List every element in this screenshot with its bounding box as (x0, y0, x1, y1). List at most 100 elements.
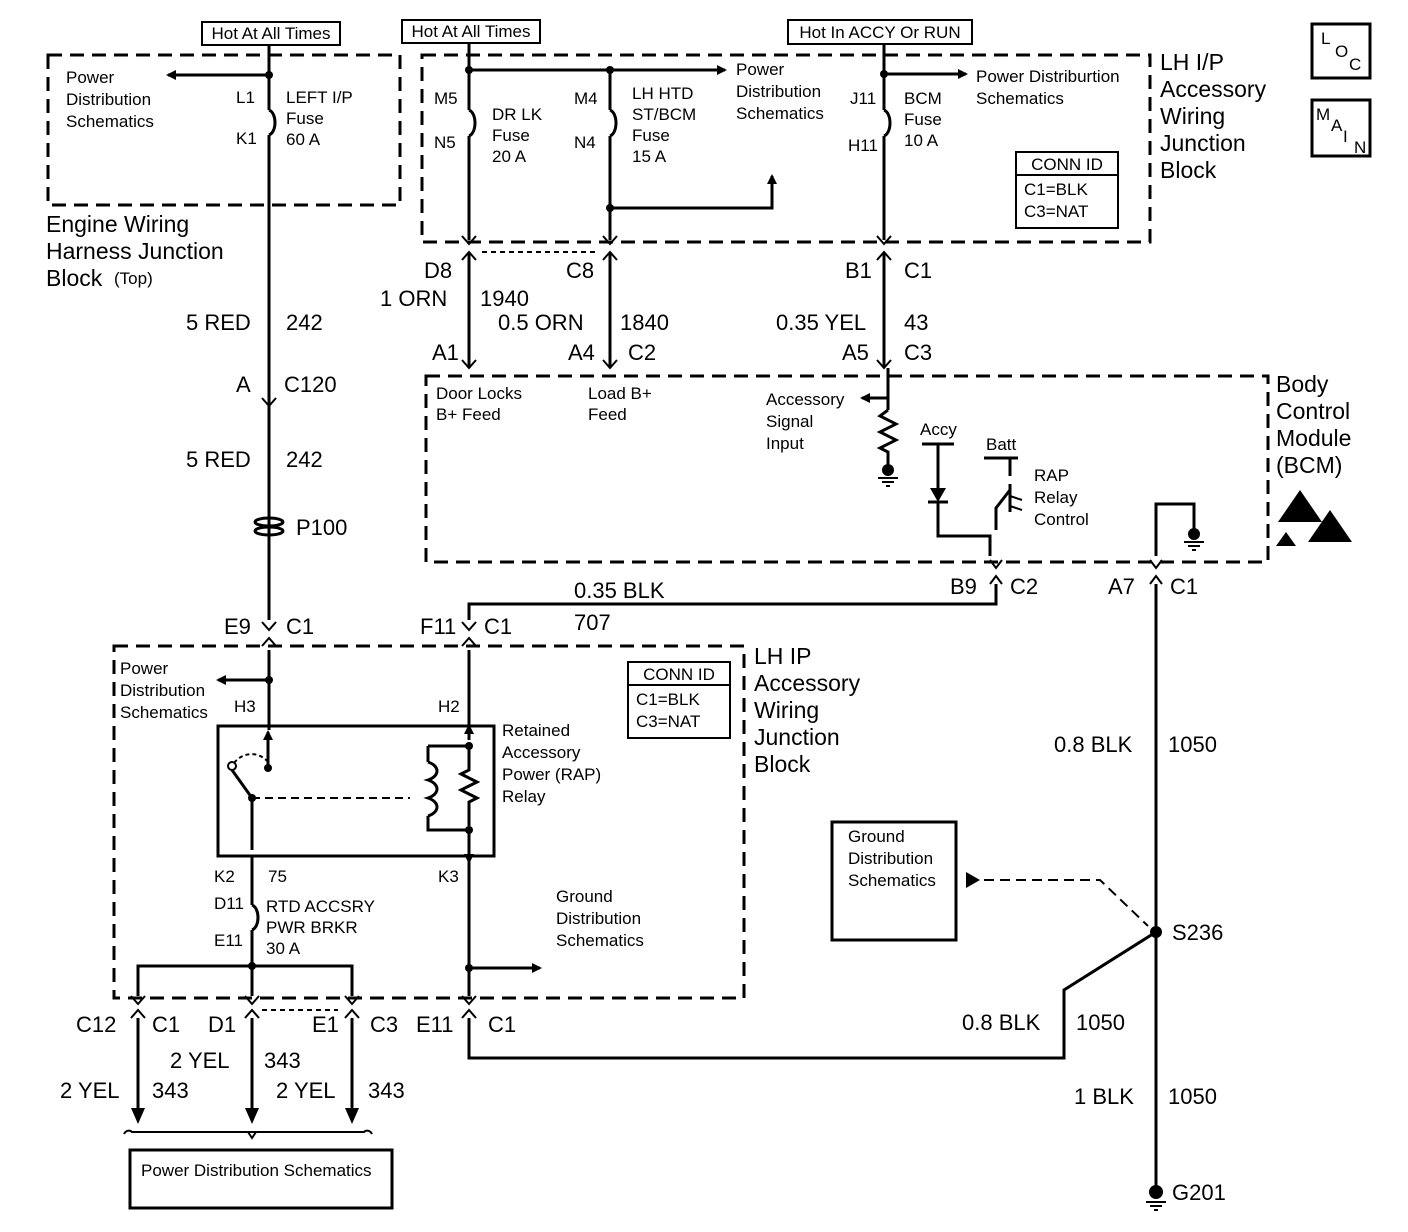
svg-text:C8: C8 (566, 258, 594, 283)
svg-text:A4: A4 (568, 340, 595, 365)
svg-text:E11: E11 (214, 931, 243, 950)
svg-text:H3: H3 (234, 697, 256, 716)
svg-text:CONN ID: CONN ID (643, 665, 715, 684)
svg-text:15 A: 15 A (632, 147, 667, 166)
svg-text:L1: L1 (236, 88, 255, 107)
svg-text:CONN ID: CONN ID (1031, 155, 1103, 174)
svg-text:Fuse: Fuse (632, 126, 670, 145)
svg-text:Batt: Batt (986, 435, 1017, 454)
ground-wire-segment: 0.8 BLK 1050 Ground Distribution Schemat… (830, 732, 1226, 1211)
svg-text:Distribution: Distribution (736, 82, 821, 101)
svg-text:343: 343 (368, 1078, 405, 1103)
svg-text:Relay: Relay (502, 787, 546, 806)
svg-text:LH I/P: LH I/P (1160, 49, 1224, 75)
svg-text:Distribution: Distribution (66, 90, 151, 109)
engine-junction-block: Power Distribution Schematics L1 K1 LEFT… (46, 53, 402, 291)
svg-text:LEFT I/P: LEFT I/P (286, 88, 353, 107)
svg-text:RTD ACCSRY: RTD ACCSRY (266, 897, 375, 916)
svg-text:Module: Module (1276, 425, 1351, 451)
svg-text:P100: P100 (296, 515, 347, 540)
svg-text:Accessory: Accessory (502, 743, 581, 762)
svg-text:1 ORN: 1 ORN (380, 286, 447, 311)
svg-text:Distribution: Distribution (848, 849, 933, 868)
svg-text:E9: E9 (224, 614, 251, 639)
loc-badge: L O C (1310, 22, 1372, 80)
svg-text:C1=BLK: C1=BLK (1024, 180, 1088, 199)
svg-text:A7: A7 (1108, 574, 1135, 599)
svg-text:M: M (1316, 105, 1330, 124)
svg-text:E11: E11 (416, 1012, 454, 1037)
svg-text:0.5 ORN: 0.5 ORN (498, 310, 584, 335)
svg-text:Hot At All Times: Hot At All Times (411, 22, 530, 41)
svg-text:343: 343 (264, 1048, 301, 1073)
svg-text:LH HTD: LH HTD (632, 84, 693, 103)
svg-text:Block: Block (46, 265, 103, 291)
svg-text:75: 75 (268, 867, 287, 886)
svg-text:Block: Block (1160, 157, 1217, 183)
hot-label-accy-run: Hot In ACCY Or RUN (787, 19, 973, 45)
svg-text:O: O (1335, 42, 1348, 61)
main-badge: M A I N (1310, 98, 1372, 158)
svg-text:1940: 1940 (480, 286, 529, 311)
svg-text:F11: F11 (420, 614, 456, 639)
svg-text:Feed: Feed (588, 405, 627, 424)
svg-text:C2: C2 (1010, 574, 1038, 599)
power-distribution-box: Power Distribution Schematics (128, 1148, 394, 1210)
svg-text:C1: C1 (286, 614, 314, 639)
svg-text:20 A: 20 A (492, 147, 527, 166)
svg-text:Power Distribution Schematics: Power Distribution Schematics (141, 1161, 372, 1180)
svg-text:0.8 BLK: 0.8 BLK (1054, 732, 1133, 757)
svg-text:K2: K2 (214, 867, 235, 886)
svg-text:D8: D8 (424, 258, 452, 283)
svg-text:Fuse: Fuse (904, 110, 942, 129)
svg-text:242: 242 (286, 310, 323, 335)
svg-text:A5: A5 (842, 340, 869, 365)
svg-text:E1: E1 (312, 1012, 339, 1037)
svg-text:Schematics: Schematics (976, 89, 1064, 108)
svg-text:0.8 BLK: 0.8 BLK (962, 1010, 1041, 1035)
svg-text:C1: C1 (152, 1012, 180, 1037)
svg-text:C: C (1349, 55, 1361, 74)
svg-text:Ground: Ground (848, 827, 905, 846)
svg-text:M4: M4 (574, 89, 598, 108)
svg-text:Power: Power (736, 60, 785, 79)
svg-text:C3=NAT: C3=NAT (1024, 202, 1088, 221)
svg-text:Schematics: Schematics (736, 104, 824, 123)
svg-text:N5: N5 (434, 133, 456, 152)
lh-ip-junction-block-bottom: Power Distribution Schematics H3 H2 Reta… (112, 643, 861, 1000)
svg-text:C120: C120 (284, 372, 337, 397)
svg-text:C1: C1 (904, 258, 932, 283)
svg-text:Power Distriburtion: Power Distriburtion (976, 67, 1120, 86)
svg-text:2 YEL: 2 YEL (60, 1078, 120, 1103)
svg-text:I: I (1343, 127, 1348, 146)
svg-text:(Top): (Top) (114, 269, 153, 288)
svg-text:Accessory: Accessory (754, 670, 861, 696)
svg-text:2 YEL: 2 YEL (276, 1078, 336, 1103)
lh-ip-junction-block-top: M5 N5 DR LK Fuse 20 A M4 N4 LH HTD ST/BC… (420, 43, 1267, 244)
svg-text:(BCM): (BCM) (1276, 452, 1342, 478)
svg-text:Signal: Signal (766, 412, 813, 431)
svg-text:Power (RAP): Power (RAP) (502, 765, 601, 784)
svg-text:Control: Control (1034, 510, 1089, 529)
svg-text:Wiring: Wiring (754, 697, 819, 723)
svg-text:J11: J11 (850, 89, 876, 108)
svg-text:Input: Input (766, 434, 804, 453)
svg-text:L: L (1321, 29, 1330, 48)
svg-text:Block: Block (754, 751, 811, 777)
svg-text:43: 43 (904, 310, 928, 335)
svg-text:ST/BCM: ST/BCM (632, 105, 696, 124)
svg-text:Body: Body (1276, 371, 1329, 397)
svg-text:0.35 BLK: 0.35 BLK (574, 578, 665, 603)
bcm-module: Door Locks B+ Feed Load B+ Feed Accessor… (424, 368, 1352, 564)
svg-text:C2: C2 (628, 340, 656, 365)
svg-text:Schematics: Schematics (848, 871, 936, 890)
svg-text:1 BLK: 1 BLK (1074, 1084, 1134, 1109)
svg-text:Accy: Accy (920, 420, 957, 439)
svg-text:Relay: Relay (1034, 488, 1078, 507)
bottom-wire-segment: C12 C1 D1 E1 C3 E11 C1 2 YEL 343 2 YEL 3… (60, 930, 1157, 1140)
svg-text:Distribution: Distribution (556, 909, 641, 928)
svg-text:Hot In ACCY Or RUN: Hot In ACCY Or RUN (799, 23, 960, 42)
svg-text:10 A: 10 A (904, 131, 939, 150)
svg-text:C1: C1 (484, 614, 512, 639)
